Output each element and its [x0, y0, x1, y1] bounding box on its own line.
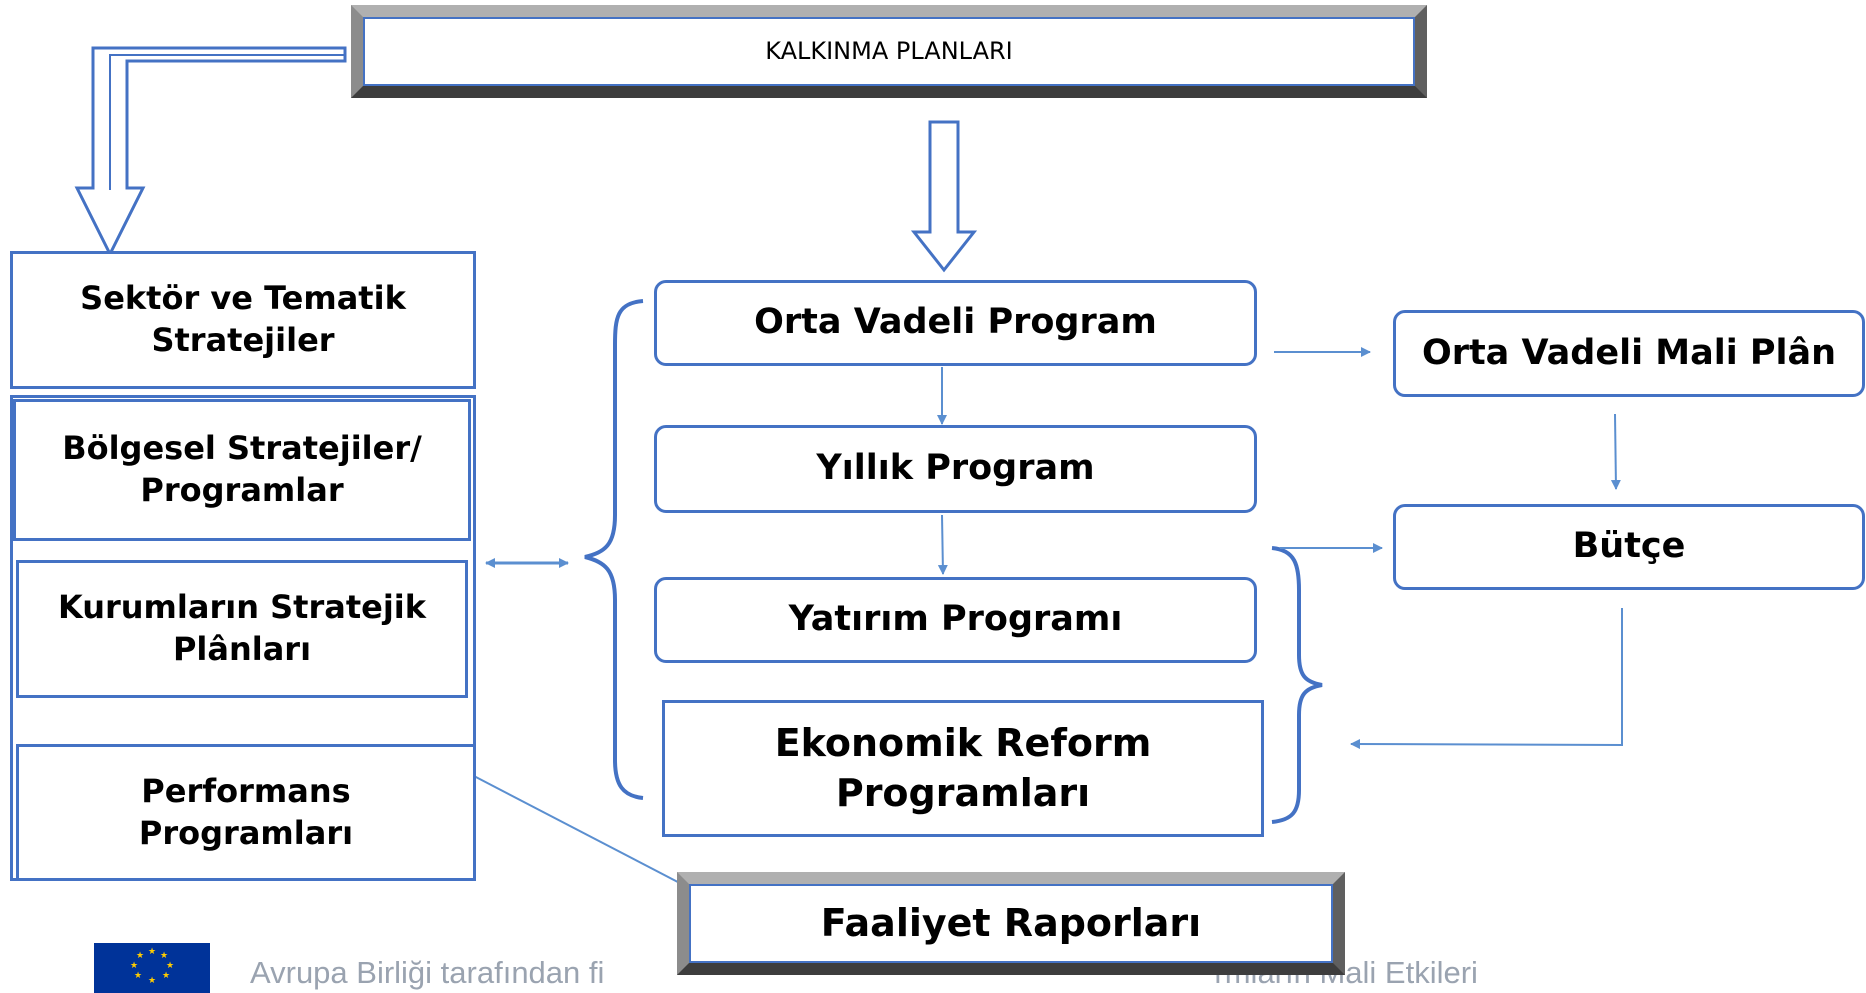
orta-vadeli-program-box: Orta Vadeli Program: [654, 280, 1257, 366]
yatirim-programi-label: Yatırım Programı: [788, 599, 1123, 640]
performance-programs-box: Performans Programları: [16, 744, 476, 881]
budget-box: Bütçe: [1393, 504, 1865, 590]
eu-flag-icon: ★ ★ ★ ★ ★ ★ ★ ★: [94, 943, 210, 993]
orta-vadeli-program-label: Orta Vadeli Program: [754, 302, 1157, 343]
yillik-program-label: Yıllık Program: [816, 448, 1095, 489]
yatirim-programi-box: Yatırım Programı: [654, 577, 1257, 663]
performance-programs-label: Performans Programları: [138, 771, 354, 852]
footer-text-left: Avrupa Birliği tarafından fi: [250, 955, 605, 990]
hollow-down-arrow: [910, 120, 978, 273]
sector-strategies-label: Sektör ve Tematik Stratejiler: [80, 279, 406, 359]
institutional-plans-box: Kurumların Stratejik Plânları: [16, 560, 468, 698]
left-curly-brace: [584, 299, 644, 800]
regional-strategies-label: Bölgesel Stratejiler/ Programlar: [62, 429, 422, 509]
kalkinma-planlari-label: KALKINMA PLANLARI: [765, 36, 1013, 65]
regional-strategies-box: Bölgesel Stratejiler/ Programlar: [13, 399, 471, 541]
economic-reform-label: Ekonomik Reform Programları: [774, 721, 1152, 815]
institutional-plans-label: Kurumların Stratejik Plânları: [57, 588, 427, 668]
budget-label: Bütçe: [1572, 526, 1686, 567]
sector-strategies-box: Sektör ve Tematik Stratejiler: [10, 251, 476, 389]
hollow-elbow-arrow: [74, 46, 347, 258]
right-curly-brace: [1271, 546, 1323, 824]
faaliyet-raporlari-label: Faaliyet Raporları: [820, 900, 1202, 945]
economic-reform-box: Ekonomik Reform Programları: [662, 700, 1264, 837]
fiscal-plan-label: Orta Vadeli Mali Plân: [1421, 332, 1837, 373]
fiscal-plan-box: Orta Vadeli Mali Plân: [1393, 310, 1865, 397]
faaliyet-raporlari-box: Faaliyet Raporları: [677, 872, 1345, 975]
kalkinma-planlari-box: KALKINMA PLANLARI: [351, 5, 1427, 98]
yillik-program-box: Yıllık Program: [654, 425, 1257, 513]
